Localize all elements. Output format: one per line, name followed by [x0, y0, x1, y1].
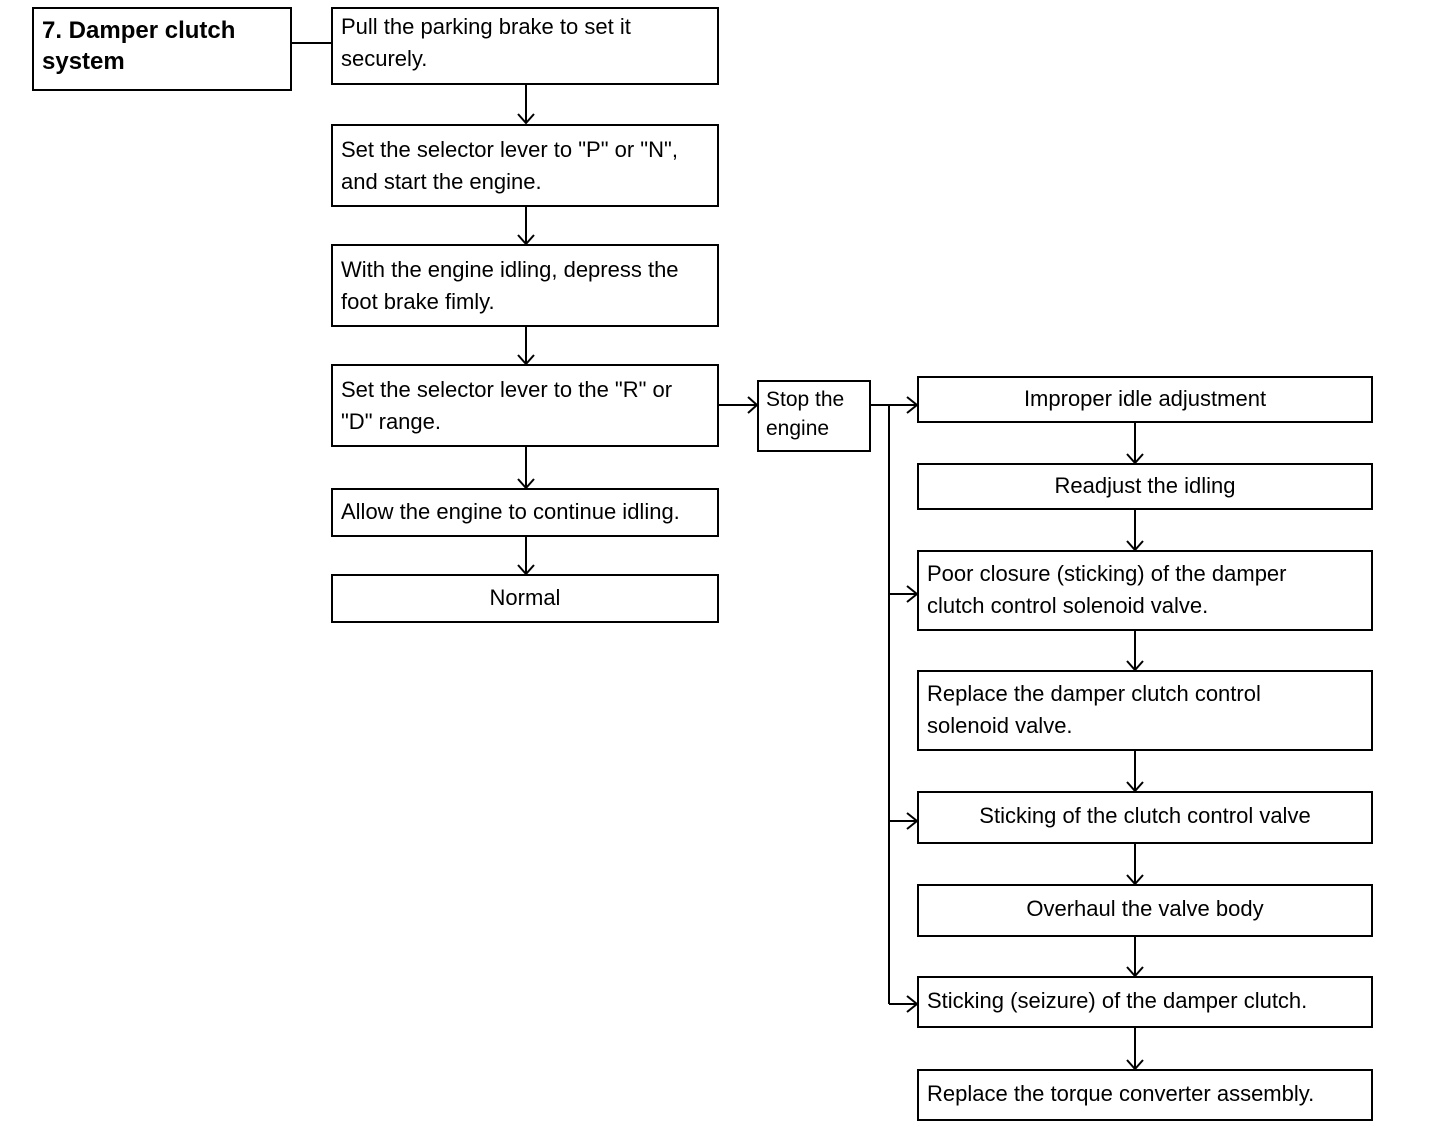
- arrow-fix3-to-cause4: [1126, 936, 1144, 978]
- cause-sticking-damper-clutch: Sticking (seizure) of the damper clutch.: [917, 976, 1373, 1028]
- step-depress-foot-brake: With the engine idling, depress the foot…: [331, 244, 719, 327]
- arrow-step3-to-step4: [517, 326, 535, 366]
- arrow-step4-to-step5: [517, 446, 535, 490]
- arrow-fix2-to-cause3: [1126, 750, 1144, 793]
- arrow-step4-to-stop-engine: [718, 396, 759, 414]
- cause-improper-idle-adjustment: Improper idle adjustment: [917, 376, 1373, 423]
- arrow-step5-to-step6: [517, 536, 535, 576]
- step-set-selector-p-n: Set the selector lever to "P" or "N", an…: [331, 124, 719, 207]
- fix-replace-torque-converter: Replace the torque converter assembly.: [917, 1069, 1373, 1121]
- stop-engine-box: Stop the engine: [757, 380, 871, 452]
- step-continue-idling: Allow the engine to continue idling.: [331, 488, 719, 537]
- arrow-step2-to-step3: [517, 206, 535, 246]
- fix-replace-solenoid-valve: Replace the damper clutch control soleno…: [917, 670, 1373, 751]
- fix-overhaul-valve-body: Overhaul the valve body: [917, 884, 1373, 937]
- step-pull-parking-brake: Pull the parking brake to set it securel…: [331, 7, 719, 85]
- arrow-branch-to-cause4: [889, 995, 919, 1013]
- arrow-cause2-to-fix2: [1126, 630, 1144, 672]
- cause-poor-closure-solenoid-valve: Poor closure (sticking) of the damper cl…: [917, 550, 1373, 631]
- result-normal: Normal: [331, 574, 719, 623]
- arrow-step1-to-step2: [517, 84, 535, 125]
- section-title-box: 7. Damper clutch system: [32, 7, 292, 91]
- arrow-branch-to-cause2: [889, 585, 919, 603]
- arrow-branch-to-cause1: [889, 396, 919, 414]
- cause-sticking-clutch-control-valve: Sticking of the clutch control valve: [917, 791, 1373, 844]
- arrow-cause4-to-fix4: [1126, 1027, 1144, 1071]
- arrow-branch-to-cause3: [889, 812, 919, 830]
- step-set-selector-r-d: Set the selector lever to the "R" or "D"…: [331, 364, 719, 447]
- arrow-cause1-to-fix1: [1126, 422, 1144, 465]
- arrow-cause3-to-fix3: [1126, 843, 1144, 886]
- fix-readjust-idling: Readjust the idling: [917, 463, 1373, 510]
- arrow-fix1-to-cause2: [1126, 509, 1144, 552]
